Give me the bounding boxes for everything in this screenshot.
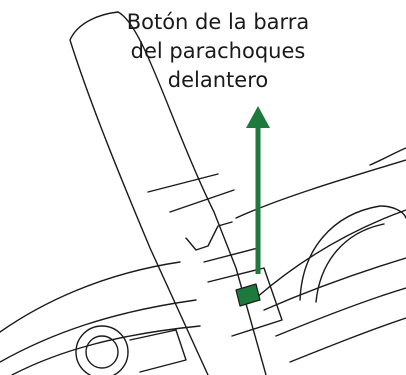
lower-rail-1 — [263, 257, 406, 311]
callout-line-1: Botón de la barra — [126, 10, 310, 34]
arm-segment-line-2 — [169, 189, 235, 213]
bumper-bar-button — [235, 283, 261, 307]
wheel-arch — [299, 205, 406, 301]
arm-joint-notch — [185, 221, 233, 251]
left-body-curve-2 — [0, 299, 197, 363]
pivot-bracket — [129, 329, 187, 373]
callout-arrow-head — [246, 106, 270, 128]
vehicle-body-curve-2 — [255, 209, 406, 299]
line-art — [0, 11, 406, 375]
callout-label: Botón de la barra del parachoques delant… — [118, 8, 318, 95]
vehicle-body-curve-1 — [235, 159, 406, 219]
bumper-bar-arm — [69, 11, 209, 375]
callout-line-3: delantero — [167, 68, 269, 92]
wheel-arch-inner — [315, 223, 385, 303]
left-body-curve-1 — [0, 261, 181, 333]
left-body-curve-3 — [11, 325, 201, 375]
callout-line-2: del parachoques — [130, 39, 306, 63]
bumper-bar-arm-edge — [117, 11, 267, 375]
lower-rail-3 — [289, 317, 406, 363]
pivot-knob-inner — [85, 335, 119, 369]
arm-lower-block — [207, 267, 283, 337]
vehicle-body-curve-3 — [369, 147, 406, 166]
pivot-knob-outer — [75, 325, 129, 375]
arm-joint-lower — [203, 247, 259, 263]
lower-rail-2 — [275, 287, 406, 337]
arm-segment-line-1 — [147, 173, 219, 193]
